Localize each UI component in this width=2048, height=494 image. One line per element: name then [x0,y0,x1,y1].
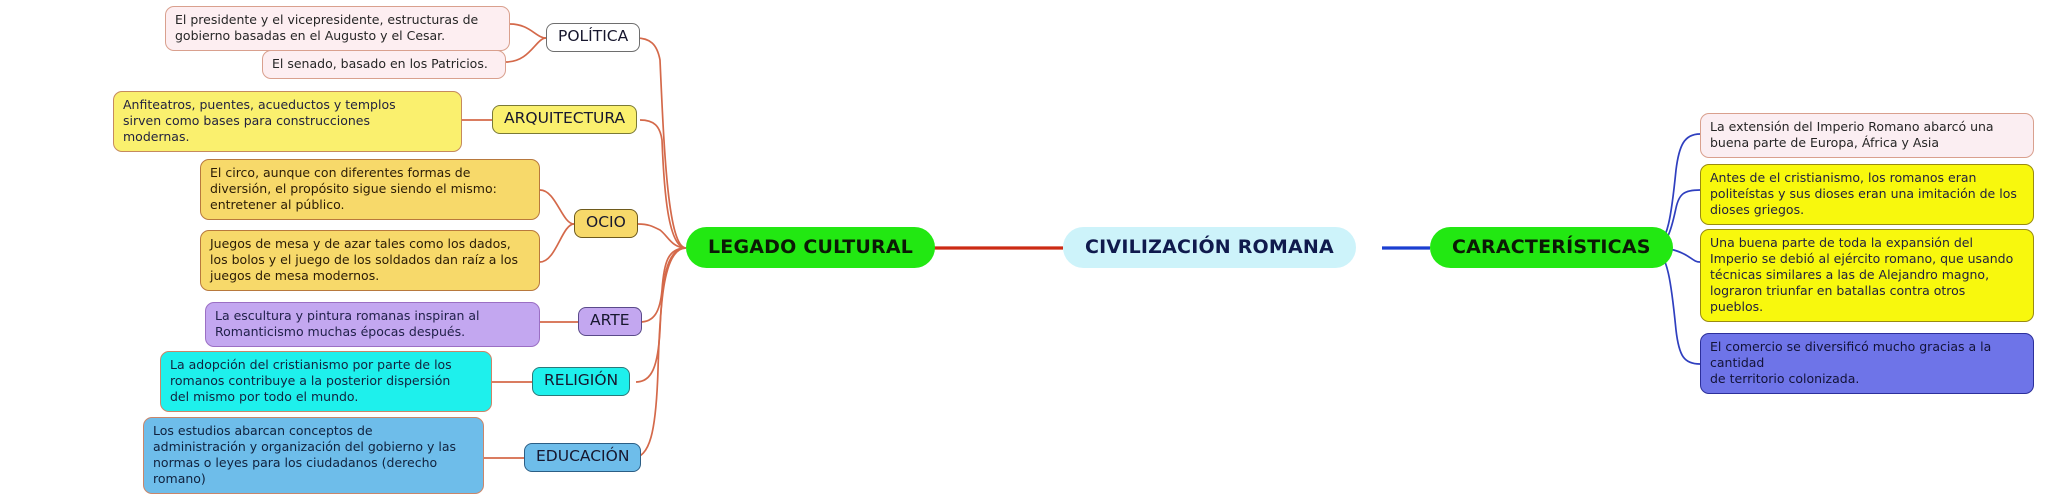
category-arte[interactable]: ARTE [578,307,642,336]
detail-box-caracteristicas-2[interactable]: Antes de el cristianismo, los romanos er… [1700,164,2034,225]
category-politica[interactable]: POLÍTICA [546,23,641,52]
category-religion[interactable]: RELIGIÓN [532,367,631,396]
category-educacion[interactable]: EDUCACIÓN [524,443,642,472]
detail-box-religion-1[interactable]: La adopción del cristianismo por parte d… [160,351,492,412]
branch-legado-cultural[interactable]: LEGADO CULTURAL [686,227,936,268]
detail-box-caracteristicas-3[interactable]: Una buena parte de toda la expansión del… [1700,229,2034,322]
detail-box-politica-2[interactable]: El senado, basado en los Patricios. [262,50,506,79]
detail-box-ocio-1[interactable]: El circo, aunque con diferentes formas d… [200,159,540,220]
detail-box-caracteristicas-4[interactable]: El comercio se diversificó mucho gracias… [1700,333,2034,394]
detail-box-arquitectura-1[interactable]: Anfiteatros, puentes, acueductos y templ… [113,91,462,152]
category-ocio[interactable]: OCIO [574,209,638,238]
detail-box-educacion-1[interactable]: Los estudios abarcan conceptos de admini… [143,417,484,494]
branch-caracteristicas[interactable]: CARACTERÍSTICAS [1430,227,1673,268]
detail-box-caracteristicas-1[interactable]: La extensión del Imperio Romano abarcó u… [1700,113,2034,158]
category-arquitectura[interactable]: ARQUITECTURA [492,105,638,134]
detail-box-arte-1[interactable]: La escultura y pintura romanas inspiran … [205,302,540,347]
root-civilizacion-romana[interactable]: CIVILIZACIÓN ROMANA [1063,227,1356,268]
detail-box-politica-1[interactable]: El presidente y el vicepresidente, estru… [165,6,510,51]
detail-box-ocio-2[interactable]: Juegos de mesa y de azar tales como los … [200,230,540,291]
